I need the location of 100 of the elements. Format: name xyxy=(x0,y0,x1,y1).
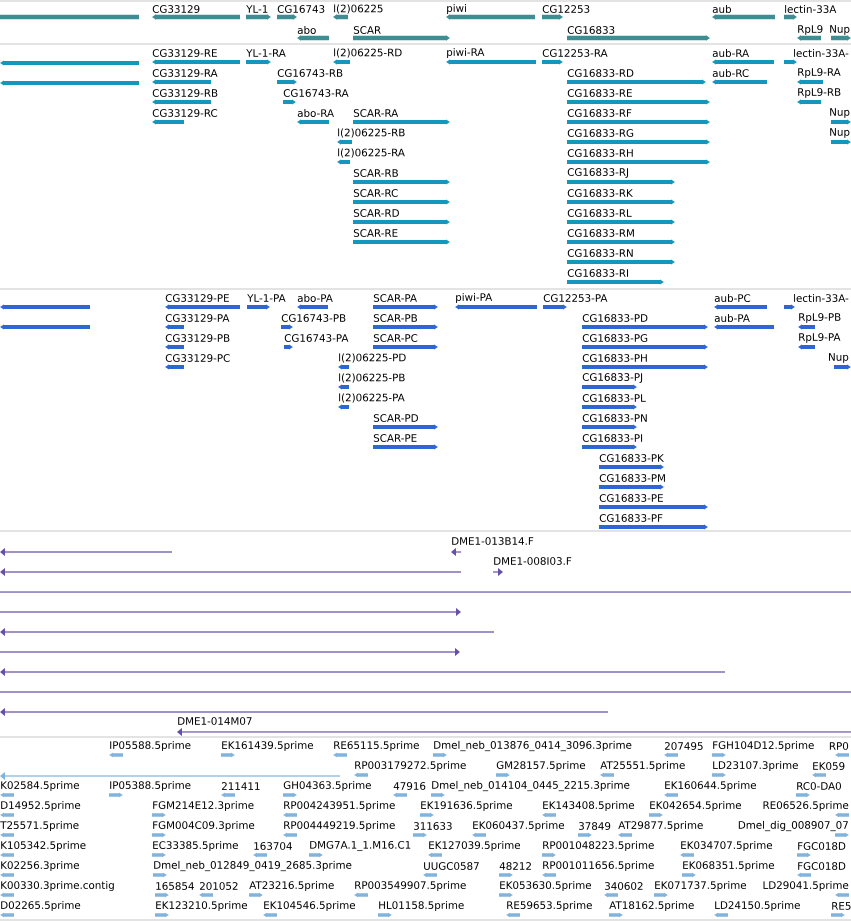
feature-label: EK104546.5prime xyxy=(264,901,356,911)
feature-label: CG16833-PE xyxy=(600,494,663,502)
feature-label: Dmel_neb_012849_0419_2685.3prime xyxy=(154,860,352,872)
feature-label: EK127039.5prime xyxy=(429,841,520,851)
feature-label: l(2)06225-RB xyxy=(338,128,405,138)
feature-label: CG16833-RH xyxy=(568,149,633,157)
feature-label: RP004449219.5prime xyxy=(284,821,395,831)
feature-label: K105342.5prime xyxy=(1,841,86,851)
feature-label: CG33129 xyxy=(152,5,200,13)
feature-label: EK053630.5prime xyxy=(500,881,592,891)
feature-label: abo-RA xyxy=(298,109,334,117)
feature-label: RpL9 xyxy=(798,25,822,35)
feature-label: aub-PC xyxy=(714,294,750,302)
feature-label: CG33129-RA xyxy=(152,69,218,77)
feature-label: SCAR-RC xyxy=(354,189,398,197)
feature-label: CG16833-RF xyxy=(568,109,632,117)
feature-label: aub-RC xyxy=(712,69,749,77)
feature-label: AT23216.5prime xyxy=(249,881,334,891)
feature-label: CG16743-PA xyxy=(284,334,348,342)
feature-label: FGM214E12.3prime xyxy=(153,801,254,811)
feature-label: Nup xyxy=(830,108,850,118)
feature-label: piwi xyxy=(447,4,466,14)
feature-label: DME1-013B14.F xyxy=(452,537,534,545)
feature-label: 47916 xyxy=(394,782,426,790)
feature-label: CG33129-PC xyxy=(166,354,230,362)
feature-label: YL-1 xyxy=(246,5,268,13)
feature-label: 37849 xyxy=(578,822,610,830)
feature-label: RpL9-PB xyxy=(799,313,840,323)
feature-label: CG16833-RM xyxy=(568,229,634,237)
feature-label: GH04363.5prime xyxy=(284,781,371,791)
feature-label: piwi-RA xyxy=(447,48,484,58)
feature-label: EK160644.5prime xyxy=(665,781,756,791)
feature-label: EK042654.5prime xyxy=(650,801,742,811)
feature-label: RpL9-RB xyxy=(798,88,840,98)
feature-label: SCAR-RD xyxy=(354,209,399,217)
feature-label: SCAR-PE xyxy=(374,434,416,442)
feature-label: lectin-33A- xyxy=(794,49,848,57)
feature-label: CG12253 xyxy=(542,5,590,13)
feature-label: SCAR-PB xyxy=(374,314,417,322)
feature-label: Nup xyxy=(829,353,848,363)
feature-label: Dmel_neb_013876_0414_3096.3prime xyxy=(434,740,632,752)
feature-label: l(2)06225-RA xyxy=(338,148,405,158)
feature-label: EK068351.5prime xyxy=(683,861,774,871)
feature-label: LD23107.3prime xyxy=(713,761,798,771)
feature-label: RpL9-PA xyxy=(799,333,840,343)
feature-label: l(2)06225-RD xyxy=(334,48,402,58)
feature-label: SCAR-PA xyxy=(374,294,417,302)
feature-label: RE5 xyxy=(832,902,851,910)
feature-label: 311633 xyxy=(414,822,452,830)
feature-label: SCAR-PC xyxy=(374,334,418,342)
feature-label: EK034707.5prime xyxy=(681,841,772,851)
feature-label: aub xyxy=(712,5,732,13)
feature-label: CG16833-PN xyxy=(582,414,647,422)
feature-label: RP0 xyxy=(830,742,848,750)
feature-label: D02265.5prime xyxy=(1,901,80,911)
feature-label: CG16743-PB xyxy=(282,314,346,322)
feature-label: DMG7A.1_1.M16.C1 xyxy=(310,840,410,852)
feature-label: YL-1-PA xyxy=(247,294,286,302)
feature-label: 165854 xyxy=(156,882,194,890)
feature-label: 48212 xyxy=(500,862,531,870)
feature-label: CG16833-RN xyxy=(568,249,633,257)
feature-label: AT29877.5prime xyxy=(618,821,703,831)
feature-label: AT25551.5prime xyxy=(600,761,685,771)
feature-label: CG33129-RC xyxy=(152,109,218,117)
feature-label: K00330.3prime.contig xyxy=(1,881,114,891)
feature-label: CG16833-PK xyxy=(600,454,664,462)
feature-label: CG16743-RA xyxy=(284,89,349,97)
feature-label: CG16833-RJ xyxy=(568,168,628,178)
feature-label: lectin-33A- xyxy=(794,294,848,302)
feature-label: aub-PA xyxy=(714,314,750,322)
feature-label: abo-PA xyxy=(298,294,333,302)
feature-label: CG16833-PD xyxy=(582,314,648,322)
feature-label: SCAR-RA xyxy=(354,109,398,117)
feature-label: LD29041.5prime xyxy=(764,881,848,891)
feature-label: l(2)06225-PB xyxy=(339,373,405,383)
feature-label: LD24150.5prime xyxy=(715,901,800,911)
feature-label: Dmel_neb_014104_0445_2215.3prime xyxy=(432,780,630,792)
feature-label: EK161439.5prime xyxy=(222,741,314,751)
feature-label: CG16833-PL xyxy=(582,394,646,402)
feature-label: HL01158.5prime xyxy=(379,901,464,911)
feature-label: CG16833-RG xyxy=(568,129,634,137)
feature-label: piwi-PA xyxy=(456,293,492,303)
feature-label: CG33129-PA xyxy=(166,314,230,322)
feature-label: EK060437.5prime xyxy=(473,821,564,831)
feature-label: CG16833-RI xyxy=(568,269,628,277)
feature-label: YL-1-RA xyxy=(246,49,286,57)
feature-label: RP003549907.5prime xyxy=(355,881,466,891)
feature-label: RC0-DA0 xyxy=(797,782,841,790)
feature-label: Nup xyxy=(830,25,850,35)
feature-label: EK143408.5prime xyxy=(543,801,634,811)
feature-label: RE65115.5prime xyxy=(334,741,419,751)
feature-label: D14952.5prime xyxy=(1,801,80,811)
feature-label: IP05388.5prime xyxy=(110,781,190,791)
feature-label: Dmel_dig_008907_07 xyxy=(738,820,848,832)
feature-label: SCAR-PD xyxy=(374,414,418,422)
feature-label: 340602 xyxy=(604,882,642,890)
feature-label: RpL9-RA xyxy=(798,68,841,78)
feature-label: CG16833-PH xyxy=(582,354,647,362)
feature-label: EK071737.5prime xyxy=(655,881,746,891)
feature-label: Nup xyxy=(830,128,850,138)
